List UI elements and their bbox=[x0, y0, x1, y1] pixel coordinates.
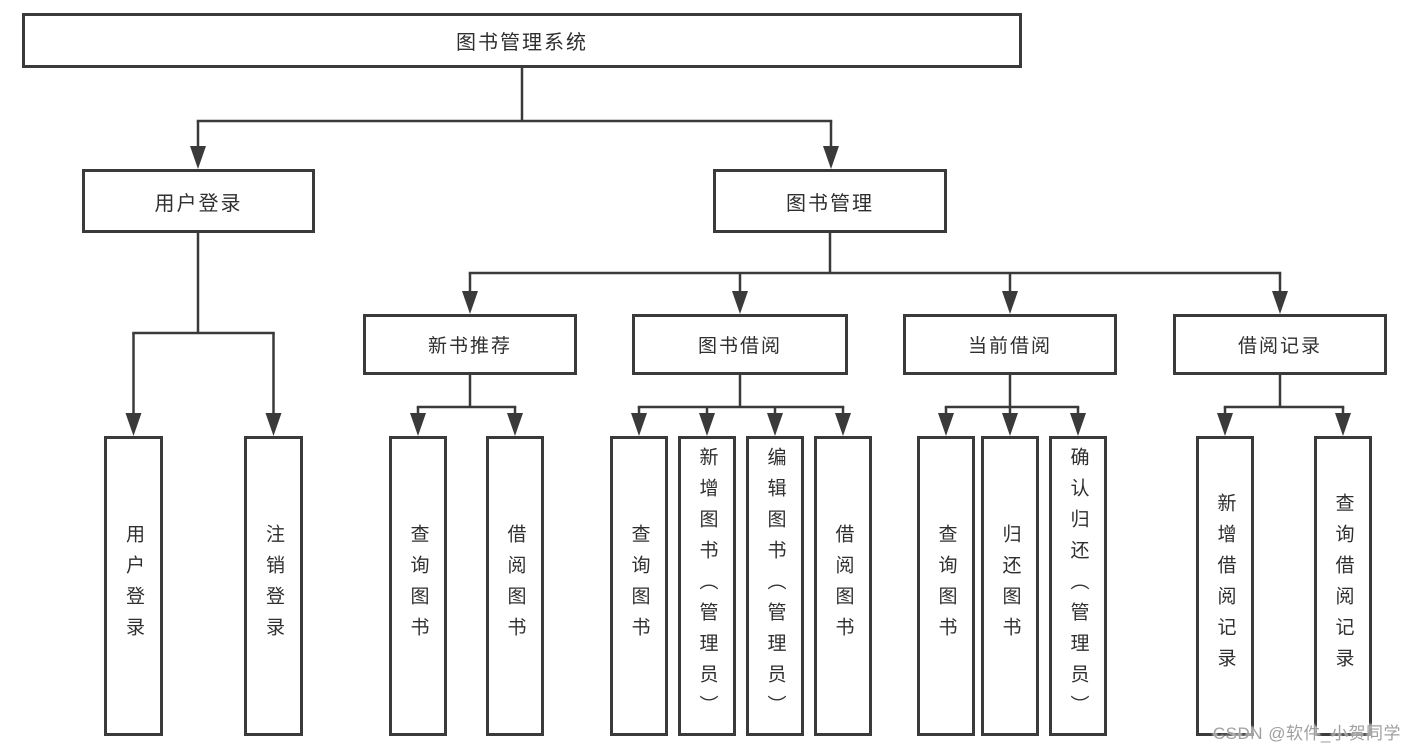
leaf-logout-label: 注销登录 bbox=[263, 524, 284, 648]
leaf-query-books-current: 查询图书 bbox=[917, 436, 975, 736]
connector-book-borrow-children bbox=[631, 375, 851, 436]
node-book-borrow-label: 图书借阅 bbox=[697, 336, 782, 357]
connector-user-login-children bbox=[125, 233, 282, 436]
node-book-borrow: 图书借阅 bbox=[632, 314, 848, 375]
connector-current-borrow-children bbox=[938, 375, 1086, 436]
node-root-label: 图书管理系统 bbox=[456, 32, 588, 54]
leaf-borrow-books: 借阅图书 bbox=[814, 436, 872, 736]
node-current-borrow-label: 当前借阅 bbox=[967, 336, 1052, 357]
connector-book-management-children bbox=[462, 233, 1288, 314]
node-user-login-branch-label: 用户登录 bbox=[154, 192, 243, 215]
leaf-query-books-recommend-label: 查询图书 bbox=[407, 524, 429, 648]
node-root: 图书管理系统 bbox=[22, 13, 1022, 68]
connector-borrow-records-children bbox=[1217, 375, 1351, 436]
node-user-login-branch: 用户登录 bbox=[82, 169, 315, 233]
node-new-book-recommend: 新书推荐 bbox=[363, 314, 577, 375]
node-borrow-records: 借阅记录 bbox=[1173, 314, 1387, 375]
leaf-borrow-books-recommend-label: 借阅图书 bbox=[504, 524, 526, 648]
leaf-borrow-books-label: 借阅图书 bbox=[832, 524, 854, 648]
node-book-management-branch-label: 图书管理 bbox=[786, 192, 874, 215]
leaf-query-books-borrow: 查询图书 bbox=[610, 436, 668, 736]
leaf-user-login: 用户登录 bbox=[104, 436, 163, 736]
leaf-add-borrow-record-label: 新增借阅记录 bbox=[1214, 493, 1236, 679]
leaf-add-borrow-record: 新增借阅记录 bbox=[1196, 436, 1254, 736]
leaf-return-books-label: 归还图书 bbox=[999, 524, 1021, 648]
leaf-query-books-borrow-label: 查询图书 bbox=[628, 524, 650, 648]
leaf-user-login-label: 用户登录 bbox=[123, 524, 144, 648]
leaf-query-borrow-record: 查询借阅记录 bbox=[1314, 436, 1372, 736]
leaf-confirm-return-admin-label: 确认归还（管理员） bbox=[1067, 446, 1089, 726]
leaf-logout: 注销登录 bbox=[244, 436, 303, 736]
connector-new-book-children bbox=[410, 375, 523, 436]
leaf-return-books: 归还图书 bbox=[981, 436, 1039, 736]
leaf-borrow-books-recommend: 借阅图书 bbox=[486, 436, 544, 736]
leaf-query-borrow-record-label: 查询借阅记录 bbox=[1332, 493, 1354, 679]
node-new-book-recommend-label: 新书推荐 bbox=[427, 336, 512, 357]
csdn-watermark: CSDN @软件_小贺同学 bbox=[1212, 724, 1401, 743]
node-borrow-records-label: 借阅记录 bbox=[1237, 336, 1322, 357]
connector-root-to-level2 bbox=[190, 68, 839, 169]
leaf-query-books-recommend: 查询图书 bbox=[389, 436, 447, 736]
leaf-confirm-return-admin: 确认归还（管理员） bbox=[1049, 436, 1107, 736]
node-book-management-branch: 图书管理 bbox=[713, 169, 947, 233]
node-current-borrow: 当前借阅 bbox=[903, 314, 1117, 375]
leaf-add-books-admin-label: 新增图书（管理员） bbox=[696, 446, 718, 726]
leaf-edit-books-admin: 编辑图书（管理员） bbox=[746, 436, 804, 736]
leaf-add-books-admin: 新增图书（管理员） bbox=[678, 436, 736, 736]
leaf-query-books-current-label: 查询图书 bbox=[935, 524, 957, 648]
leaf-edit-books-admin-label: 编辑图书（管理员） bbox=[764, 446, 786, 726]
